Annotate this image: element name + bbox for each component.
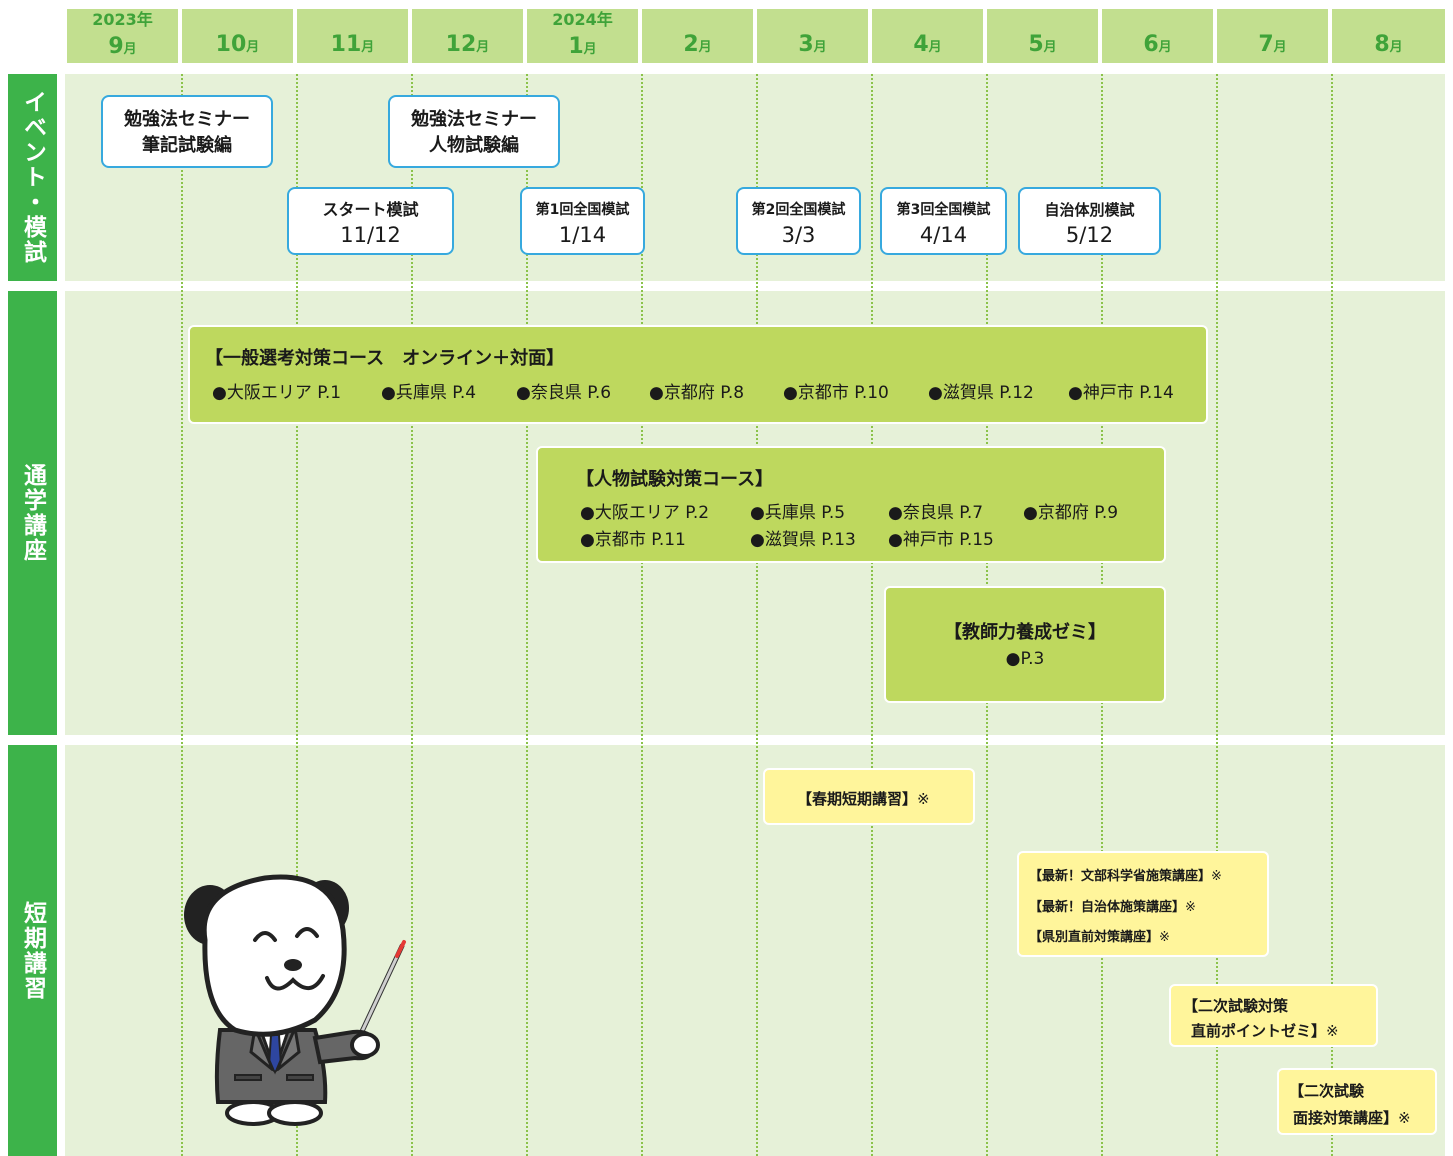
month-number: 10 (215, 32, 247, 57)
short-course-label: 直前ポイントゼミ】 (1191, 1022, 1327, 1040)
grid-line (526, 74, 528, 1156)
short-spring-course: 【春期短期講習】※ (763, 768, 975, 825)
grid-line (411, 74, 413, 1156)
note-mark: ※ (1159, 930, 1170, 945)
short-second-exam-seminar: 【二次試験対策 直前ポイントゼミ】※ (1169, 984, 1378, 1047)
course-item: ●滋賀県 P.13 (750, 530, 856, 550)
course-item: ●奈良県 P.6 (516, 383, 612, 403)
month-cell-mar: 3月 (757, 9, 868, 63)
month-cell-jan: 2024年 1月 (527, 9, 638, 63)
course-item: ●兵庫県 P.4 (381, 383, 477, 403)
event-study-seminar-interview: 勉強法セミナー 人物試験編 (388, 95, 560, 168)
note-mark: ※ (1185, 900, 1196, 915)
course-interview-prep: 【人物試験対策コース】 ●大阪エリア P.2 ●兵庫県 P.5 ●奈良県 P.7… (536, 446, 1166, 563)
note-mark: ※ (1211, 869, 1222, 884)
course-item: ●京都市 P.11 (580, 530, 686, 550)
month-cell-nov: 11月 (297, 9, 408, 63)
course-item: ●P.3 (1005, 649, 1045, 669)
month-number: 3 (798, 32, 814, 57)
course-item: ●滋賀県 P.12 (928, 383, 1034, 403)
note-mark: ※ (1326, 1022, 1339, 1040)
course-item: ●京都市 P.10 (783, 383, 889, 403)
grid-line (756, 74, 758, 1156)
course-item: ●奈良県 P.7 (888, 503, 984, 523)
short-course-label: 【二次試験対策 (1183, 997, 1289, 1015)
month-number: 7 (1258, 32, 1274, 57)
short-course-label: 【県別直前対策講座】 (1029, 930, 1160, 945)
course-title: 【人物試験対策コース】 (576, 469, 774, 490)
section-label-courses: 通学講座 (8, 291, 57, 735)
mascot-dog-illustration (184, 874, 406, 1126)
short-course-label: 【最新！文部科学省施策講座】 (1029, 869, 1212, 884)
year-label: 2024年 (552, 10, 613, 29)
short-course-label: 【二次試験 (1289, 1082, 1365, 1100)
year-label: 2023年 (92, 10, 153, 29)
month-number: 8 (1374, 32, 1390, 57)
month-cell-aug: 8月 (1332, 9, 1445, 63)
month-cell-apr: 4月 (872, 9, 983, 63)
grid-line (296, 74, 298, 1156)
month-number: 4 (913, 32, 929, 57)
section-label-events: イベント・模試 (8, 74, 57, 281)
month-number: 9 (108, 34, 124, 59)
event-study-seminar-written: 勉強法セミナー 筆記試験編 (101, 95, 273, 168)
course-item: ●神戸市 P.14 (1068, 383, 1174, 403)
month-number: 12 (445, 32, 477, 57)
course-title: 【一般選考対策コース オンライン＋対面】 (205, 348, 565, 369)
short-course-label: 【最新！自治体施策講座】 (1029, 900, 1186, 915)
short-policy-courses: 【最新！文部科学省施策講座】※ 【最新！自治体施策講座】※ 【県別直前対策講座】… (1017, 851, 1269, 957)
section-label-short: 短期講習 (8, 745, 57, 1156)
event-local-mock-exam: 自治体別模試 5/12 (1018, 187, 1161, 255)
course-general-selection: 【一般選考対策コース オンライン＋対面】 ●大阪エリア P.1 ●兵庫県 P.4… (188, 325, 1208, 424)
note-mark: ※ (917, 790, 930, 808)
course-item: ●大阪エリア P.2 (580, 503, 710, 523)
event-national-mock-1: 第1回全国模試 1/14 (520, 187, 645, 255)
grid-line (1331, 74, 1333, 1156)
month-number: 5 (1028, 32, 1044, 57)
course-item: ●京都府 P.9 (1023, 503, 1119, 523)
course-title: 【教師力養成ゼミ】 (944, 622, 1106, 643)
month-number: 2 (683, 32, 699, 57)
month-cell-jul: 7月 (1217, 9, 1328, 63)
grid-line (871, 74, 873, 1156)
note-mark: ※ (1398, 1109, 1411, 1127)
course-teacher-skill-seminar: 【教師力養成ゼミ】 ●P.3 (884, 586, 1166, 703)
course-item: ●京都府 P.8 (649, 383, 745, 403)
event-national-mock-3: 第3回全国模試 4/14 (880, 187, 1007, 255)
month-cell-jun: 6月 (1102, 9, 1213, 63)
short-second-exam-interview: 【二次試験 面接対策講座】※ (1277, 1068, 1437, 1135)
month-number: 11 (330, 32, 362, 57)
grid-line (181, 74, 183, 1156)
month-number: 6 (1143, 32, 1159, 57)
month-cell-sep: 2023年 9月 (67, 9, 178, 63)
short-course-label: 面接対策講座】 (1293, 1109, 1399, 1127)
course-item: ●大阪エリア P.1 (212, 383, 342, 403)
grid-line (641, 74, 643, 1156)
grid-line (1216, 74, 1218, 1156)
month-cell-dec: 12月 (412, 9, 523, 63)
short-course-label: 【春期短期講習】 (797, 790, 918, 808)
month-cell-oct: 10月 (182, 9, 293, 63)
course-item: ●兵庫県 P.5 (750, 503, 846, 523)
event-start-mock-exam: スタート模試 11/12 (287, 187, 454, 255)
course-item: ●神戸市 P.15 (888, 530, 994, 550)
month-number: 1 (568, 34, 584, 59)
event-national-mock-2: 第2回全国模試 3/3 (736, 187, 861, 255)
month-cell-feb: 2月 (642, 9, 753, 63)
month-cell-may: 5月 (987, 9, 1098, 63)
